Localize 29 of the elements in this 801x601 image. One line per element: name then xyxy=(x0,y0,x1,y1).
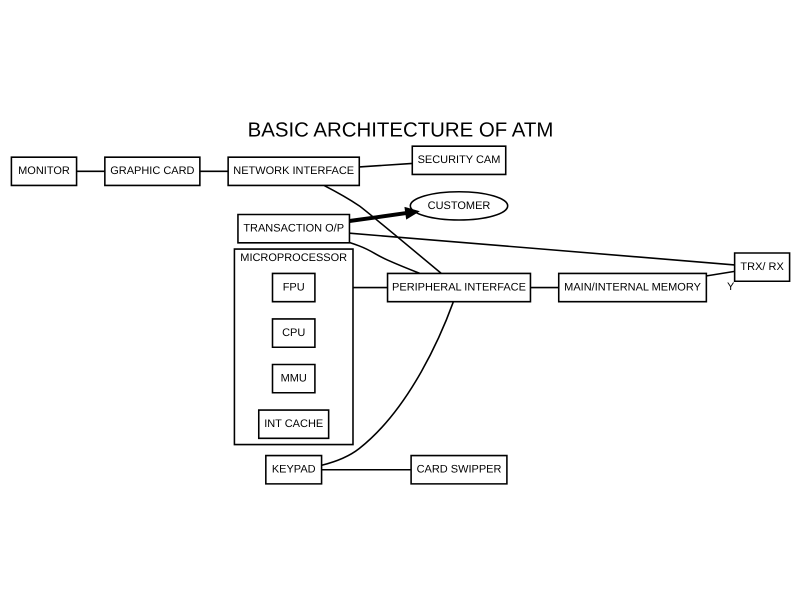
connector xyxy=(353,286,388,288)
connector xyxy=(200,170,228,172)
node-box: CPU xyxy=(272,318,316,348)
node-box: SECURITY CAM xyxy=(412,145,507,176)
node-box: MONITOR xyxy=(10,156,78,186)
connector xyxy=(349,242,420,274)
node-box: PERIPHERAL INTERFACE xyxy=(386,272,532,302)
node-ellipse: CUSTOMER xyxy=(410,190,508,221)
node-box: KEYPAD xyxy=(265,454,322,485)
node-box: MMU xyxy=(272,364,316,394)
connector xyxy=(76,170,105,172)
node-box: TRX/ RX xyxy=(734,252,790,282)
node-box: GRAPHIC CARD xyxy=(104,156,201,186)
diagram-title: BASIC ARCHITECTURE OF ATM xyxy=(248,120,554,142)
connector xyxy=(359,162,412,168)
node-label: Y xyxy=(727,281,734,294)
arrow xyxy=(349,206,420,223)
connector xyxy=(322,301,454,466)
node-box: MAIN/INTERNAL MEMORY xyxy=(558,272,708,302)
node-box: TRANSACTION O/P xyxy=(237,214,350,244)
node-box: CARD SWIPPER xyxy=(410,454,508,485)
connector xyxy=(350,232,735,266)
connector xyxy=(706,270,735,277)
connector xyxy=(322,468,411,471)
node-box: INT CACHE xyxy=(258,409,330,440)
connector xyxy=(324,184,442,274)
node-box: FPU xyxy=(272,272,316,302)
node-box: NETWORK INTERFACE xyxy=(227,156,360,186)
connector xyxy=(530,286,559,288)
